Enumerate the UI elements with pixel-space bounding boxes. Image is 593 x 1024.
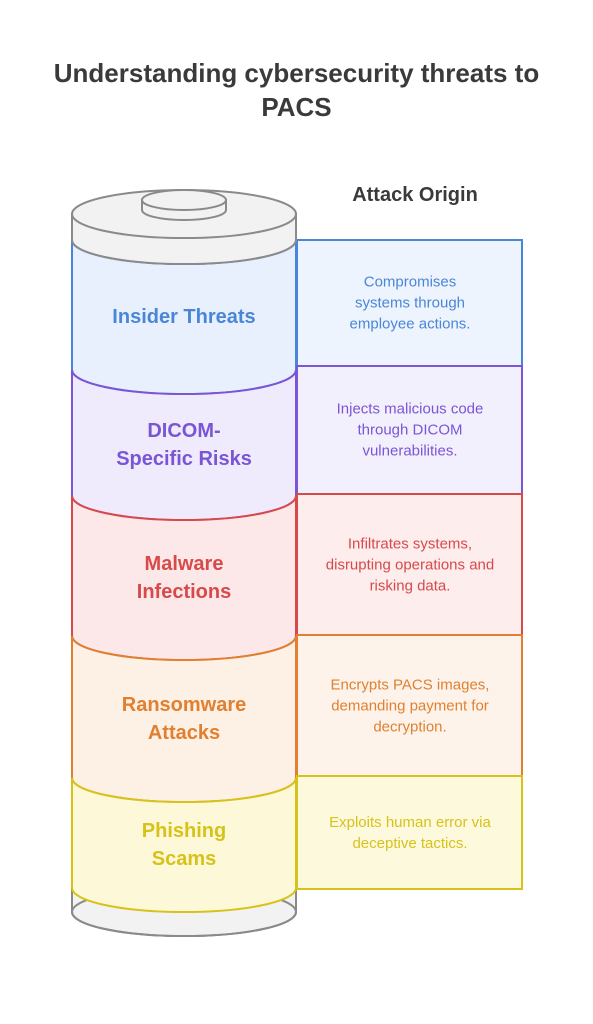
description-box-insider-threats <box>296 239 523 367</box>
cylinder-layers <box>71 239 297 913</box>
attack-origin-header: Attack Origin <box>352 184 478 206</box>
layer-label-ransomware-attacks: Ransomware Attacks <box>121 694 247 744</box>
description-text-malware-infections: Infiltrates systems, disrupting operatio… <box>325 535 495 594</box>
layer-label-insider-threats: Insider Threats <box>112 306 256 328</box>
cylinder-knob <box>141 189 227 211</box>
layer-label-dicom-specific-risks: DICOM-Specific Risks <box>116 420 252 470</box>
description-boxes <box>296 239 523 890</box>
layer-label-phishing-scams: Phishing Scams <box>141 820 227 870</box>
description-box-ransomware-attacks <box>296 634 523 777</box>
page-title: Understanding cybersecurity threats to P… <box>53 58 540 122</box>
layer-label-malware-infections: Malware Infections <box>136 553 232 603</box>
description-text-dicom-specific-risks: Injects malicious code through DICOM vul… <box>336 400 484 460</box>
description-text-ransomware-attacks: Encrypts PACS images, demanding payment … <box>330 676 490 735</box>
description-text-insider-threats: Compromises systems through employee act… <box>349 273 471 333</box>
description-box-phishing-scams <box>296 775 523 890</box>
description-text-phishing-scams: Exploits human error via deceptive tacti… <box>329 813 491 852</box>
